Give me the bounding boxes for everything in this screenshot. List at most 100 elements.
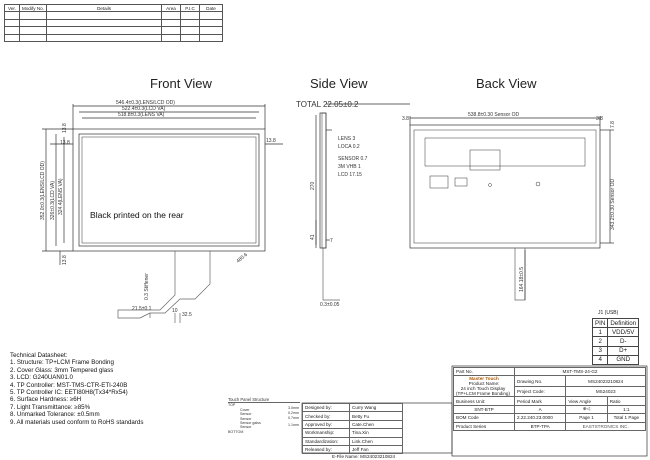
bom-code: 2.22.240.23.0000 [513, 413, 567, 423]
front-h-outer: 352.0±0.3(LENS/LCD OD) [40, 161, 46, 220]
spec-item: 3. LCD: G240UAN01.0 [10, 374, 73, 382]
front-dim-lens-va: 518.8±0.3(LENS VA) [118, 112, 165, 118]
spec-item: 1. Structure: TP+LCM Frame Bonding [10, 359, 114, 367]
spec-item: 8. Unmarked Tolerance: ±0.5mm [10, 411, 100, 419]
front-h-lens: 324.4(LENS VA) [58, 178, 64, 215]
signoff-role: Approved by: [302, 419, 350, 430]
signoff-person: Tina.Xin [349, 428, 403, 438]
front-va-outline [78, 133, 260, 247]
tps-layer: Sensor [240, 425, 252, 430]
part-no: MST-TMS-24-G2 [514, 366, 646, 377]
signoff-person: Curry Wang [349, 402, 403, 413]
front-bottom-v: 13.8 [62, 255, 68, 265]
front-fpc [117, 251, 211, 319]
period-mark: A [513, 404, 567, 415]
drawing-no: MS24023210824 [565, 375, 646, 387]
front-margin-left: 13.8 [60, 140, 70, 146]
technical-datasheet: Technical Datasheet: 1. Structure: TP+LC… [10, 352, 143, 426]
tps-dim: 0.7mm [288, 416, 299, 420]
back-outline [409, 124, 601, 249]
signoff-role: Designed by: [302, 402, 350, 413]
signoff-role: Released by: [302, 444, 350, 455]
front-margin-right: 13.8 [266, 138, 276, 144]
total-pages: Total 1 Page [606, 413, 647, 423]
j1-def: D+ [607, 345, 640, 356]
side-outline [319, 112, 327, 249]
side-view-title: Side View [310, 76, 368, 91]
tps-top: TOP [228, 403, 236, 408]
front-view-title: Front View [150, 76, 212, 91]
j1-def: VDD/5V [607, 327, 640, 338]
business-unit-label: Business Unit: [453, 396, 515, 406]
j1-pin: 3 [591, 345, 609, 356]
title-block: Part No. MST-TMS-24-G2 Master Touch Prod… [453, 366, 647, 431]
back-view-title: Back View [476, 76, 537, 91]
signoff-person: Link.Chen [349, 436, 403, 446]
j1-def: D- [607, 336, 640, 347]
spec-item: 9. All materials used conform to RoHS st… [10, 418, 144, 426]
project-code: MS24023 [565, 385, 646, 398]
j1-header-pin: PIN [591, 317, 609, 329]
signoff-role: Standardization: [302, 436, 350, 446]
brand-logo: Master Touch [469, 376, 499, 382]
front-h-lcd: 326±0.3(LCD VA) [50, 181, 56, 220]
drawing-no-label: Drawing No. [513, 375, 567, 387]
spec-heading: Technical Datasheet: [10, 352, 68, 359]
back-right: 3.8 [596, 116, 603, 122]
side-bottom: 0.3±0.05 [320, 302, 340, 308]
j1-def: GND [607, 354, 640, 365]
tps-layer: Cover [240, 407, 250, 412]
front-dim-outer: 546.4±0.3(LENS/LCD OD) [116, 100, 175, 106]
ratio: 1:1 [606, 404, 647, 415]
back-left: 3.8 [402, 116, 409, 122]
j1-title: J1 (USB) [598, 310, 619, 316]
fpc-325: 32.5 [182, 312, 192, 318]
signoff-role: Workmanship: [302, 428, 350, 438]
fpc-width: 21.5±0.1 [132, 306, 152, 312]
back-top: 538.8±0.30 Sensor OD [468, 112, 519, 118]
product-name-label: Product Name: [468, 381, 500, 387]
bom-code-label: BOM Code [453, 413, 515, 423]
rear-print-note: Black printed on the rear [90, 210, 184, 220]
fpc-10: 10 [172, 308, 178, 314]
tps-dim: 3.0mm [288, 406, 299, 410]
signoff-block: Designed by:Curry Wang Checked by:Betty … [302, 402, 403, 455]
tps-dim: 1.1mm [288, 423, 299, 427]
front-margin-left-v: 13.8 [62, 123, 68, 133]
j1-pin: 1 [591, 327, 609, 338]
j1-pin: 2 [591, 336, 609, 347]
product-series: BTP-TPA [513, 421, 567, 431]
revision-table: Ver. Modify No. Details Area P.I.C Date [4, 3, 223, 42]
tps-dim: 0.2mm [288, 411, 299, 415]
signoff-person: Jeff Fan [349, 444, 403, 455]
tps-bottom: BOTTOM [228, 429, 244, 434]
tps-layer: Sensor galss [240, 421, 261, 426]
back-bottom: 164.18±0.5 [519, 267, 525, 292]
side-height: 270 [310, 181, 316, 190]
product-series-label: Product Series [453, 421, 515, 431]
signoff-person: Betty Fu [349, 411, 403, 421]
side-fpc [322, 248, 340, 301]
page-number: Page 1 [565, 413, 608, 423]
fpc-length: 480.6 [235, 252, 249, 265]
period-mark-label: Period Mark [513, 396, 567, 406]
back-right-v: 7.8 [610, 121, 616, 128]
spec-item: 2. Cover Glass: 3mm Tempered glass [10, 366, 114, 374]
j1-pin: 4 [591, 354, 609, 365]
fpc-stiffener-note: 0.3 Stiffener [144, 273, 150, 300]
front-lens-va [81, 136, 257, 244]
spec-item: 7. Light Transmittance: ≥85% [10, 403, 91, 411]
ratio-label: Ratio [606, 396, 647, 406]
project-code-label: Project Code: [513, 385, 567, 398]
spec-item: 5. TP Controller IC: EETI80H8(Tx34*Rx54) [10, 389, 128, 397]
side-layer-1: LENS 3 [338, 136, 355, 142]
back-board [424, 137, 586, 167]
product-name: 24 inch Touch Display (TP+LCM Frame Bond… [456, 386, 510, 397]
part-no-label: Part No. [453, 366, 515, 377]
signoff-person: Cate.Chen [349, 419, 403, 430]
company-name: EASTSTRONICS INC. [565, 421, 646, 431]
business-unit: SNT-BTP [453, 404, 515, 415]
tps-layer: Sensor [240, 416, 252, 421]
side-layer-4: 3M VHB 1 [338, 164, 361, 170]
